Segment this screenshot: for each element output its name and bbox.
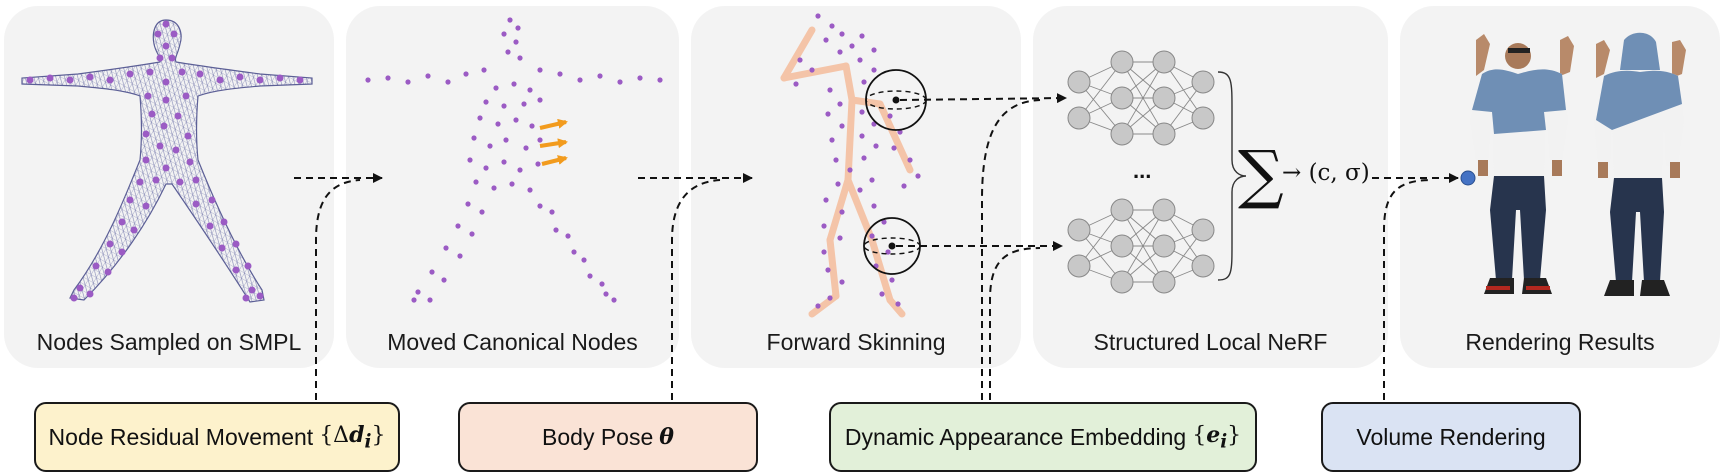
body-pose-math: θ [659,424,674,450]
smpl-mesh-figure [21,19,313,303]
body-pose-label: Body Pose [542,423,654,450]
volume-rendering-box: Volume Rendering [1321,402,1581,472]
node-residual-movement-label: Node Residual Movement [48,423,314,450]
node-residual-movement-box: Node Residual Movement {Δdi} [34,402,400,472]
mlp-ellipsis: ... [1133,158,1152,183]
rendered-person-front [1470,34,1574,294]
summation-symbol: ∑ [1238,138,1284,212]
panel-title-rendering-results: Rendering Results [1465,329,1655,355]
render-sample-dot [1460,170,1476,186]
panel-title-forward-skinning: Forward Skinning [766,329,946,355]
node-movement-arrows [539,118,568,166]
dynamic-appearance-embedding-math: {ei} [1192,421,1242,453]
panel-title-moved-nodes: Moved Canonical Nodes [387,329,638,355]
color-density-output: → (c, σ) [1282,160,1370,186]
dynamic-appearance-embedding-box: Dynamic Appearance Embedding {ei} [829,402,1257,472]
node-residual-movement-math: {Δdi} [319,421,386,453]
arrow-embedding-lower [989,247,1041,400]
canonical-node-cloud [365,17,663,303]
posed-skeleton [780,26,914,318]
body-pose-box: Body Pose θ [458,402,758,472]
smpl-nodes [26,20,304,302]
posed-node-cloud [793,13,921,309]
dynamic-appearance-embedding-label: Dynamic Appearance Embedding [844,423,1187,450]
panel-forward-skinning: Forward Skinning [691,6,1021,368]
rendered-person-back [1594,32,1686,296]
panel-local-nerf: Structured Local NeRF [1033,6,1388,368]
arrow-volume-rendering-input [1383,179,1433,400]
mlp-upper [1067,50,1215,146]
mlp-lower [1067,198,1215,294]
panel-title-smpl-nodes: Nodes Sampled on SMPL [36,329,302,355]
panel-moved-nodes: Moved Canonical Nodes [346,6,679,368]
panel-title-local-nerf: Structured Local NeRF [1093,329,1328,355]
arrow-upper-node-to-nerf [899,93,1067,104]
arrow-residual-input [315,179,361,400]
arrow-embedding-upper [981,99,1041,400]
brace-icon [1217,71,1247,281]
volume-rendering-label: Volume Rendering [1356,423,1546,450]
arrow-pose-input [671,179,721,400]
